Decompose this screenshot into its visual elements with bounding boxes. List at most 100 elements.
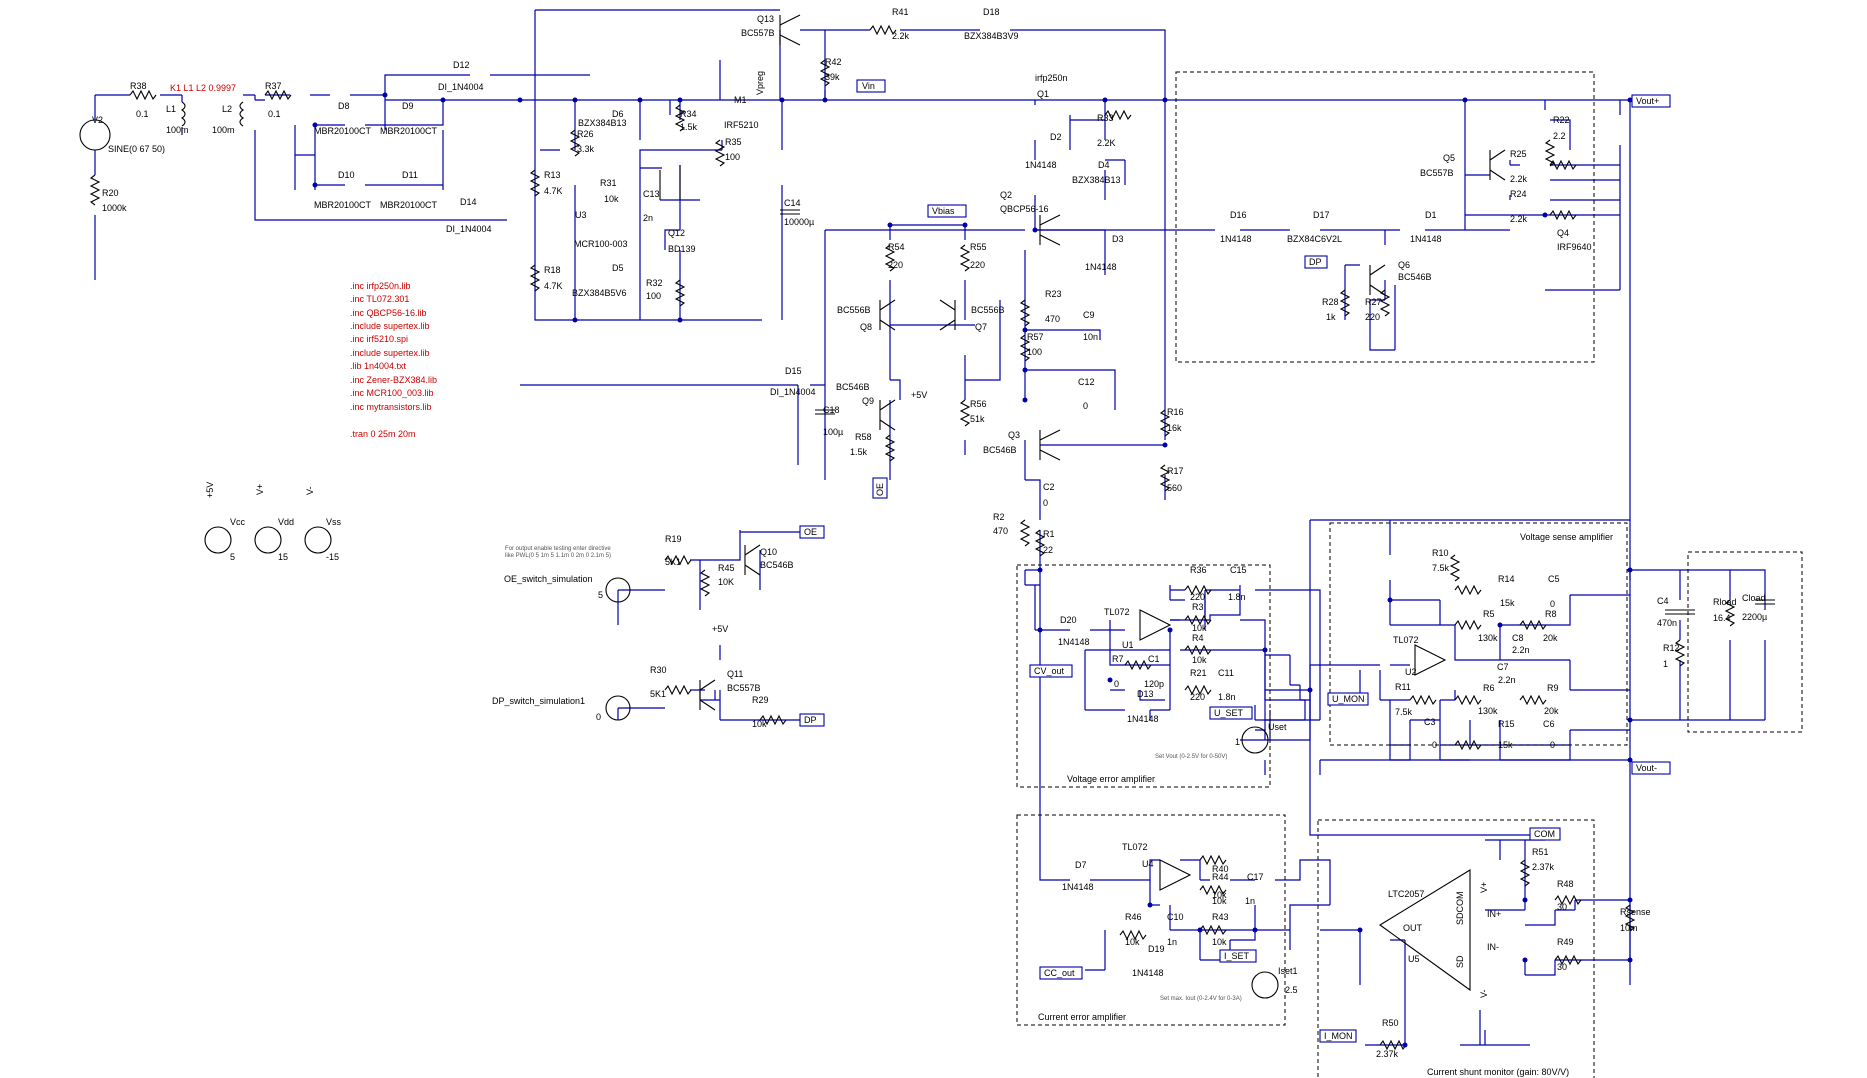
- part-value-c10: 1n: [1167, 937, 1177, 947]
- part-value-d7: 1N4148: [1062, 882, 1094, 892]
- part-value-r21: 220: [1190, 692, 1205, 702]
- part-ref-r12: R12: [1663, 643, 1680, 653]
- part-ref-c11: C11: [1218, 668, 1234, 678]
- pin-sdcom: SDCOM: [1455, 892, 1465, 926]
- part-value-r43: 10k: [1212, 937, 1227, 947]
- part-ref-q13: Q13: [757, 14, 774, 24]
- part-value-r38: 0.1: [136, 109, 149, 119]
- part-ref-c10: C10: [1167, 912, 1184, 922]
- part-ref-r28: R28: [1322, 297, 1339, 307]
- part-value-r57: 100: [1027, 347, 1042, 357]
- directive-4: .inc irf5210.spi: [350, 334, 408, 344]
- load-box: [1687, 551, 1803, 733]
- part-ref-cload: Cload: [1742, 593, 1766, 603]
- part-value-d6: BZX384B13: [578, 118, 627, 128]
- part-value-c3: 0: [1432, 740, 1437, 750]
- uset-hint: Set Vout (0-2.5V for 0-50V): [1155, 754, 1227, 760]
- part-ref-r17: R17: [1167, 466, 1184, 476]
- output-stage-box: [1175, 71, 1595, 363]
- part-ref-r5: R5: [1483, 609, 1495, 619]
- part-ref-c14: C14: [784, 198, 801, 208]
- part-value-q7: BC556B: [971, 305, 1005, 315]
- part-value-c7: 2.2n: [1498, 675, 1516, 685]
- iset-hint: Set max. Iout (0-2.4V for 0-3A): [1160, 996, 1242, 1002]
- part-value-d12: DI_1N4004: [438, 82, 484, 92]
- block-titles: Voltage error amplifier Current error am…: [1038, 532, 1613, 1077]
- part-value-q12: BD139: [668, 244, 696, 254]
- part-value-r6: 130k: [1478, 706, 1498, 716]
- part-ref-d14: D14: [460, 197, 477, 207]
- part-ref-l2: L2: [222, 104, 232, 114]
- vcc-name: Vcc: [230, 517, 246, 527]
- part-value-q4: IRF9640: [1557, 242, 1592, 252]
- part-value-r30: 5K1: [650, 689, 666, 699]
- part-ref-d10: D10: [338, 170, 355, 180]
- part-value-rload: 16.4: [1713, 613, 1731, 623]
- part-ref-r3: R3: [1192, 602, 1204, 612]
- part-ref-q7: Q7: [975, 322, 987, 332]
- net-flags: Vout+ Vout- Vin Vbias Vpreg OE DP DP CV_…: [712, 71, 1671, 1043]
- part-value-d13: 1N4148: [1127, 714, 1159, 724]
- part-ref-c6: C6: [1543, 719, 1555, 729]
- part-value-r20: 1000k: [102, 203, 127, 213]
- part-value-d17: BZX84C6V2L: [1287, 234, 1342, 244]
- part-ref-r55: R55: [970, 242, 987, 252]
- vss-net: V-: [305, 486, 315, 495]
- part-value-d2: 1N4148: [1025, 160, 1057, 170]
- voltage-sense-title: Voltage sense amplifier: [1520, 532, 1613, 542]
- part-value-c1: 120p: [1144, 679, 1164, 689]
- part-value-r17: 560: [1167, 483, 1182, 493]
- part-ref-d3: D3: [1112, 234, 1124, 244]
- directive-9: .inc mytransistors.lib: [350, 402, 432, 412]
- part-ref-c15: C15: [1230, 565, 1247, 575]
- pin-out: OUT: [1403, 923, 1423, 933]
- part-value-q1: irfp250n: [1035, 73, 1068, 83]
- net-oe: OE: [804, 527, 817, 537]
- net-u-set: U_SET: [1214, 708, 1244, 718]
- part-ref-d18: D18: [983, 7, 1000, 17]
- spice-directives: K1 L1 L2 0.9997 .inc irfp250n.lib .inc T…: [170, 83, 437, 439]
- part-ref-r20: R20: [102, 188, 119, 198]
- part-ref-d15: D15: [785, 366, 802, 376]
- directive-0: .inc irfp250n.lib: [350, 281, 411, 291]
- part-value-r37: 0.1: [268, 109, 281, 119]
- part-value-d15: DI_1N4004: [770, 387, 816, 397]
- part-value-c14: 10000µ: [784, 217, 814, 227]
- net-vout-plus: Vout+: [1636, 96, 1659, 106]
- net-dp: DP: [804, 715, 817, 725]
- iset-name: Iset1: [1278, 966, 1298, 976]
- part-ref-q11: Q11: [727, 669, 743, 679]
- part-value-r58: 1.5k: [850, 447, 868, 457]
- coupling-directive: K1 L1 L2 0.9997: [170, 83, 236, 93]
- part-ref-q3: Q3: [1008, 430, 1020, 440]
- part-ref-c7: C7: [1497, 662, 1509, 672]
- part-ref-r36: R36: [1190, 565, 1207, 575]
- part-ref-r46: R46: [1125, 912, 1142, 922]
- part-ref-r15: R15: [1498, 719, 1515, 729]
- part-value-r41: 2.2k: [892, 31, 910, 41]
- directive-1: .inc TL072.301: [350, 294, 409, 304]
- part-ref-r16: R16: [1167, 407, 1184, 417]
- part-value-cload: 2200µ: [1742, 612, 1767, 622]
- net-oe-2: OE: [875, 483, 885, 496]
- directive-2: .inc QBCP56-16.lib: [350, 308, 427, 318]
- part-ref-q12: Q12: [668, 228, 685, 238]
- vss-value: -15: [326, 552, 339, 562]
- part-value-r33: 2.2K: [1097, 138, 1116, 148]
- part-ref-d17: D17: [1313, 210, 1330, 220]
- part-value-r23: 470: [1045, 314, 1060, 324]
- part-ref-c12: C12: [1078, 377, 1095, 387]
- part-ref-r24: R24: [1510, 189, 1527, 199]
- part-value-c11: 1.8n: [1218, 692, 1236, 702]
- wiring: [94, 9, 1766, 1046]
- part-value-d19: 1N4148: [1132, 968, 1164, 978]
- part-ref-r32: R32: [646, 278, 663, 288]
- current-error-box: [1016, 814, 1286, 1026]
- net-i-set: I_SET: [1224, 951, 1250, 961]
- part-ref-d2: D2: [1050, 132, 1062, 142]
- part-ref-r14: R14: [1498, 574, 1515, 584]
- directive-3: .include supertex.lib: [350, 321, 430, 331]
- part-ref-d7: D7: [1075, 860, 1087, 870]
- part-ref-r19: R19: [665, 534, 682, 544]
